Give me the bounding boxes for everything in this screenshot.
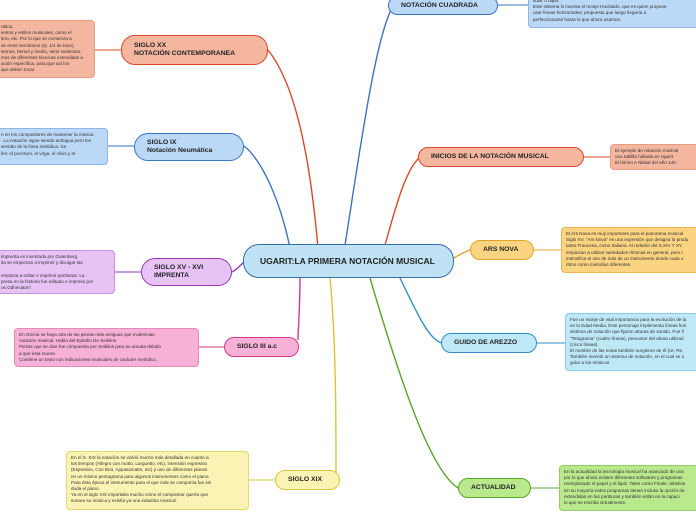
note-ars-nova: El Ars Nova es muy importante para el pa… [561, 227, 696, 273]
connector-siglo-ix [243, 145, 291, 249]
center-topic-label: UGARIT:LA PRIMERA NOTACIÓN MUSICAL [260, 255, 435, 266]
note-siglo-xx: rática. ientos y estilos musicales, como… [0, 20, 95, 78]
topic-guido[interactable]: GUIDO DE AREZZO [441, 333, 537, 353]
connector-inicios [384, 156, 421, 246]
topic-siglo-ix-label: SIGLO IX Notación Neumática [147, 139, 213, 154]
connector-siglo-xix [329, 277, 337, 473]
note-notacion-cuadrada: subir o bajar. Este sistema lo inventa e… [528, 0, 696, 28]
topic-siglo-ix[interactable]: SIGLO IX Notación Neumática [134, 133, 244, 161]
topic-ars-nova[interactable]: ARS NOVA [470, 240, 534, 260]
topic-guido-label: GUIDO DE AREZZO [454, 339, 518, 346]
note-actualidad: En la actualidad la tecnología musical h… [559, 465, 696, 511]
topic-siglo-xx[interactable]: SIGLO XX NOTACIÓN CONTEMPORANEA [121, 35, 268, 65]
topic-actualidad[interactable]: ACTUALIDAD [458, 478, 531, 498]
topic-actualidad-label: ACTUALIDAD [471, 484, 516, 491]
topic-siglo-xix[interactable]: SIGLO XIX [275, 470, 340, 490]
connector-siglo-xv [231, 261, 245, 273]
note-siglo-iii: En Grecia se haya otra de las piezas más… [14, 328, 199, 367]
topic-siglo-iii-label: SIGLO III a.c [237, 343, 278, 350]
connector-guido [399, 277, 443, 344]
topic-inicios-label: INICIOS DE LA NOTACIÓN MUSICAL [431, 153, 549, 160]
connector-siglo-iii [297, 277, 301, 341]
topic-notacion-cuadrada[interactable]: NOTACIÓN CUADRADA [388, 0, 498, 15]
topic-ars-nova-label: ARS NOVA [483, 246, 519, 253]
center-topic[interactable]: UGARIT:LA PRIMERA NOTACIÓN MUSICAL [243, 244, 454, 278]
connector-notacion-cuadrada [344, 7, 393, 246]
topic-siglo-xx-label: SIGLO XX NOTACIÓN CONTEMPORANEA [134, 42, 236, 57]
note-siglo-xix: En el S. XIX la notación se volvió mucho… [66, 451, 249, 510]
topic-inicios[interactable]: INICIOS DE LA NOTACIÓN MUSICAL [418, 147, 584, 167]
note-inicios: El ejemplo de notación musical una tabli… [610, 144, 696, 170]
topic-siglo-xix-label: SIGLO XIX [288, 476, 322, 483]
connector-ars-nova [453, 249, 471, 259]
topic-siglo-xv-label: SIGLO XV - XVI IMPRENTA [154, 264, 204, 279]
connector-actualidad [369, 277, 459, 489]
topic-siglo-iii[interactable]: SIGLO III a.c [224, 337, 299, 357]
note-guido: Fue un monje de vital importancia para l… [565, 313, 696, 371]
connector-siglo-xx [267, 49, 319, 249]
topic-siglo-xv[interactable]: SIGLO XV - XVI IMPRENTA [141, 258, 232, 286]
note-siglo-xv: imprenta es inventada por Gutenberg. ita… [0, 250, 115, 294]
topic-notacion-cuadrada-label: NOTACIÓN CUADRADA [401, 1, 478, 9]
note-siglo-ix: n en los compositores de mantener la mús… [0, 128, 108, 165]
